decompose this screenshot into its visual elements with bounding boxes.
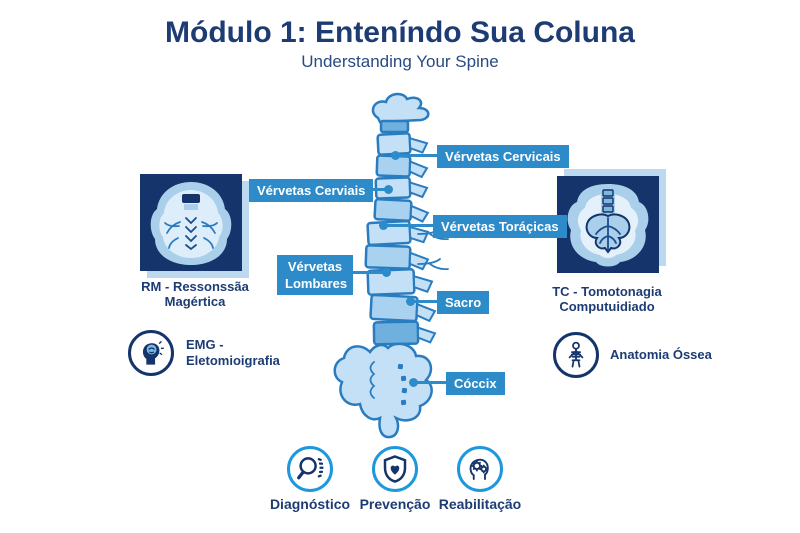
spine-label-cervicais-left: Vérvetas Cerviais — [249, 179, 374, 202]
page-subtitle: Understanding Your Spine — [301, 52, 499, 71]
bottom-label-reabilitacao: Reabilitação — [438, 496, 522, 512]
spine-label-cervicais-right: Vérvetas Cervicais — [437, 145, 569, 168]
emg-label-line2: Eletomioigrafia — [186, 353, 280, 368]
mri-scan-image — [140, 174, 242, 271]
emg-label-line1: EMG - — [186, 337, 224, 352]
label-dot — [382, 268, 391, 277]
ct-caption-line1: TC - Tomotonagia — [552, 284, 662, 299]
bottom-label-prevencao: Prevenção — [359, 496, 431, 512]
ct-scan-illustration — [557, 176, 659, 273]
mri-scan-illustration — [140, 174, 242, 271]
ct-caption-line2: Computuidiado — [559, 299, 655, 314]
emg-label: EMG - Eletomioigrafia — [186, 337, 280, 369]
spine-label-coccix: Cóccix — [446, 372, 505, 395]
shield-heart-icon — [372, 446, 418, 492]
mri-caption-line1: RM - Ressonssãa — [141, 279, 249, 294]
bottom-label-diagnostico: Diagnóstico — [269, 496, 351, 512]
head-brain-icon — [128, 330, 174, 376]
skeleton-icon — [553, 332, 599, 378]
label-dot — [406, 297, 415, 306]
brain-gears-icon — [457, 446, 503, 492]
magnifier-spine-icon — [287, 446, 333, 492]
ct-caption: TC - Tomotonagia Computuidiado — [532, 284, 682, 314]
label-connector — [340, 271, 386, 274]
ct-scan-image — [557, 176, 659, 273]
mri-caption-line2: Magértica — [164, 294, 226, 309]
page-title: Módulo 1: Enteníndo Sua Coluna — [165, 16, 635, 49]
spine-label-toracicas: Vérvetas Toráçicas — [433, 215, 567, 238]
label-connector — [409, 300, 447, 303]
label-connector — [382, 224, 444, 227]
spine-label-lombares: Vérvetas Lombares — [277, 255, 353, 295]
mri-caption: RM - Ressonssãa Magértica — [120, 279, 270, 309]
label-dot — [409, 378, 418, 387]
spine-illustration — [333, 92, 449, 439]
label-connector — [397, 154, 447, 157]
label-dot — [379, 221, 388, 230]
anatomy-label: Anatomia Óssea — [610, 347, 712, 362]
spine-label-sacro: Sacro — [437, 291, 490, 314]
label-dot — [391, 151, 400, 160]
label-connector — [412, 381, 456, 384]
label-dot — [384, 185, 393, 194]
